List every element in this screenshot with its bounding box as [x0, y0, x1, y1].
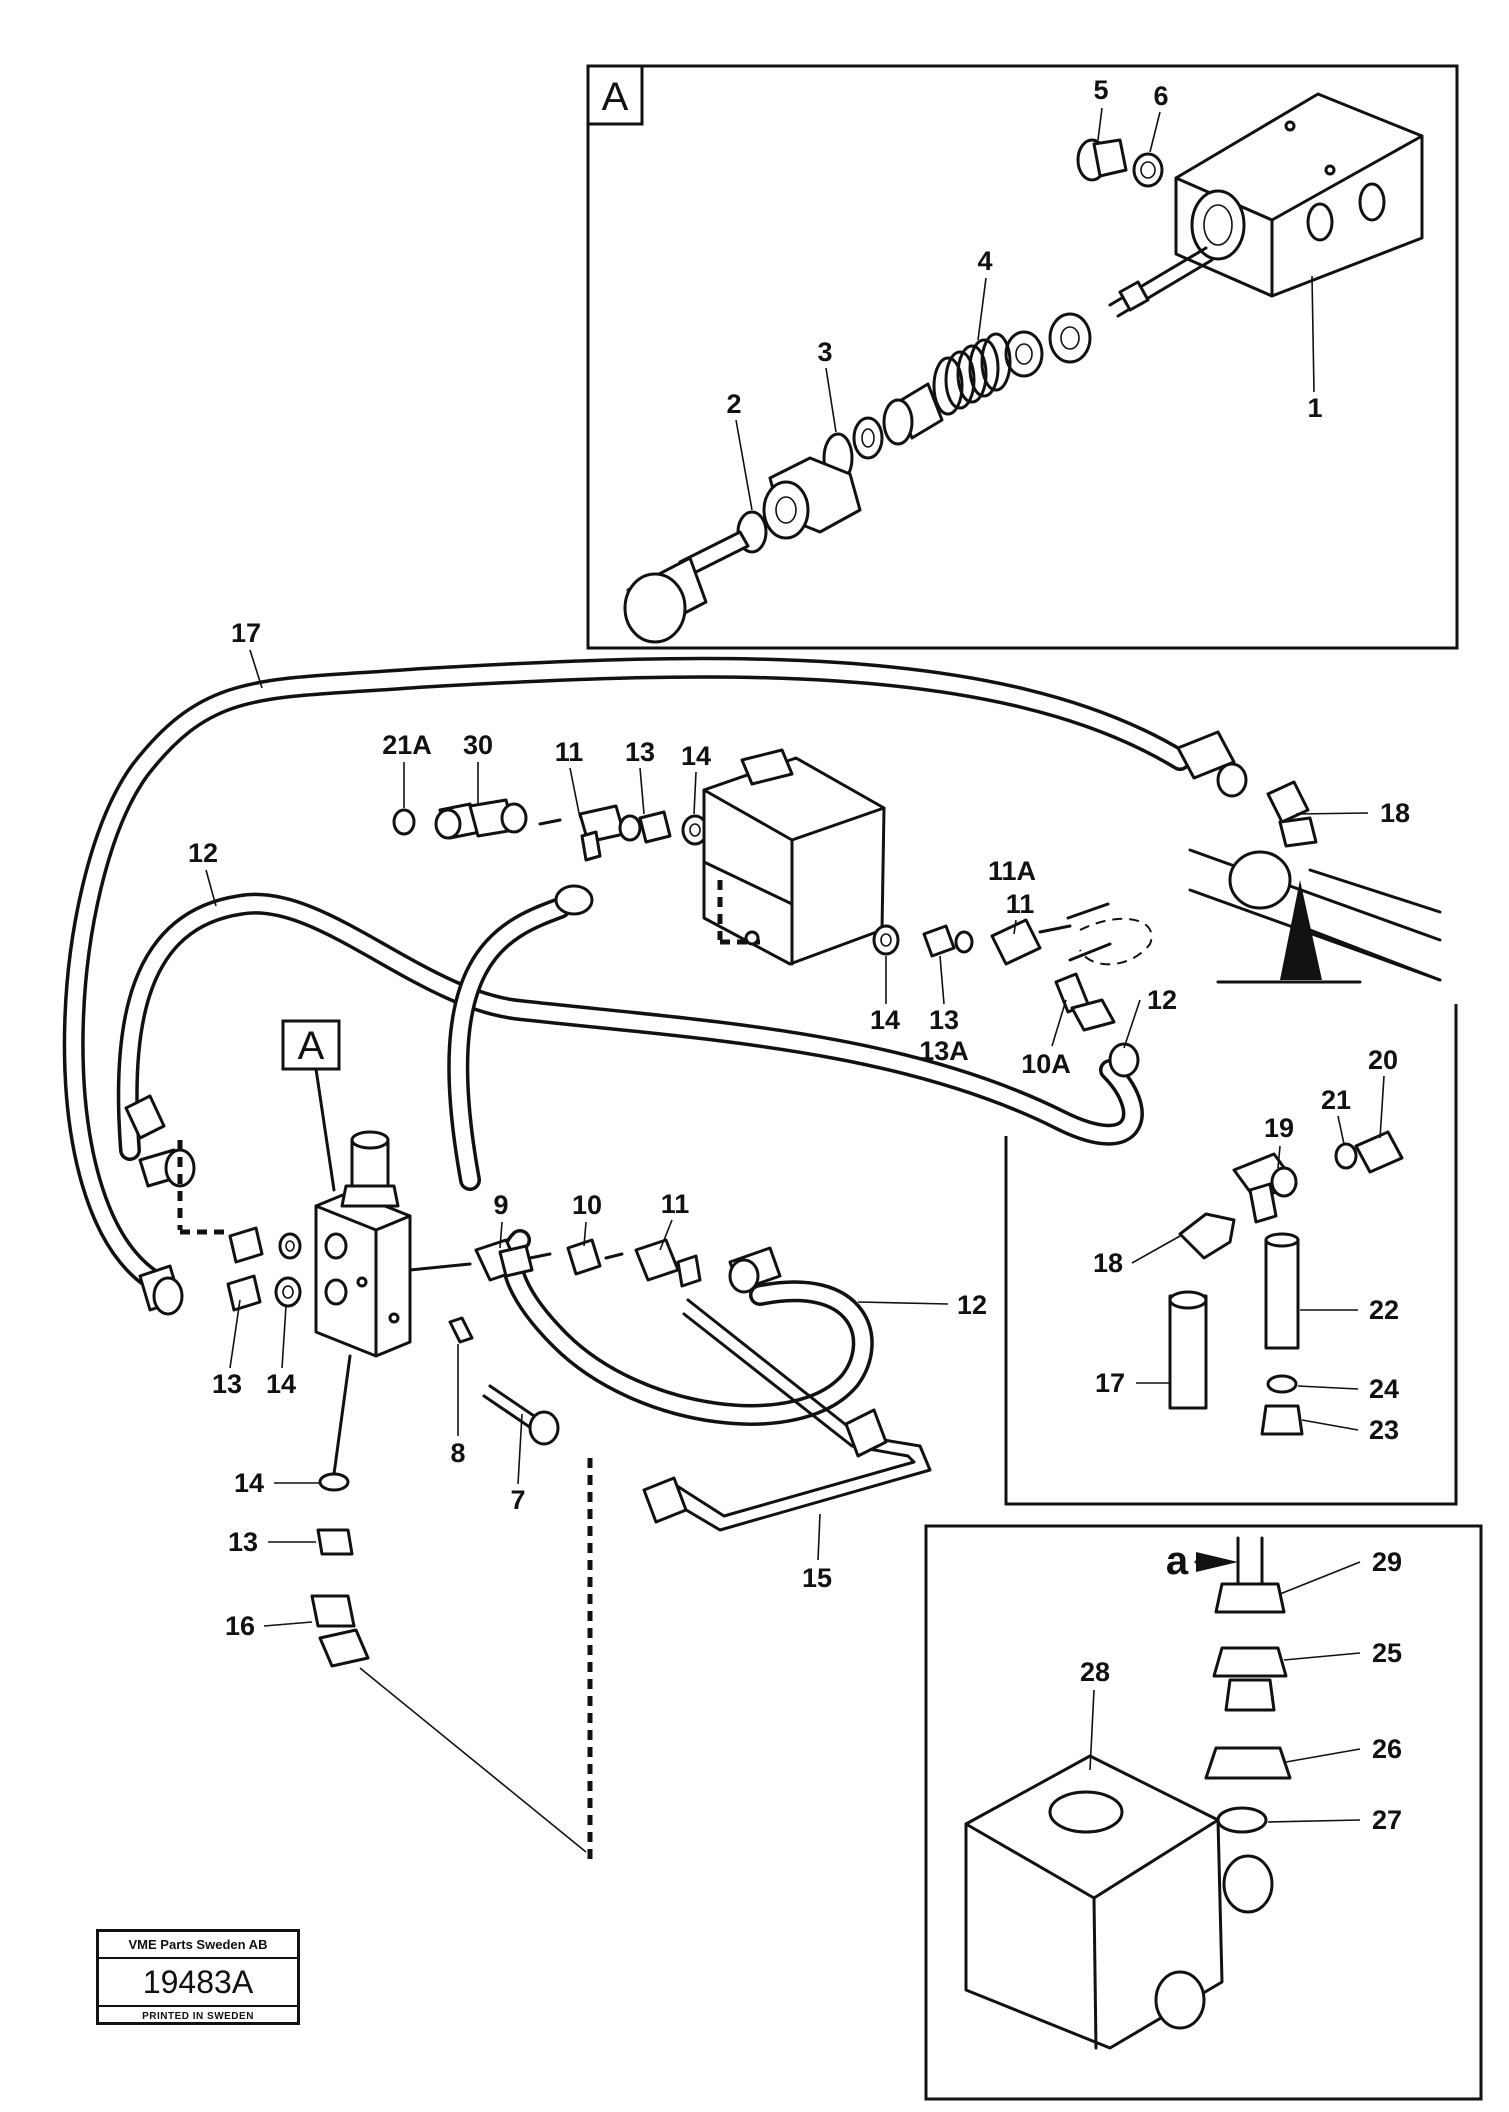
callout-29: 29 [1372, 1547, 1402, 1577]
callout-11-top: 11 [555, 737, 584, 767]
pump-box-drawing [964, 1536, 1292, 2050]
callout-4: 4 [977, 246, 992, 276]
callout-2: 2 [726, 389, 741, 419]
callout-11a: 11A [988, 856, 1036, 886]
callout-14-right: 14 [870, 1005, 900, 1035]
callout-1: 1 [1307, 393, 1322, 423]
callout-19: 19 [1264, 1113, 1294, 1143]
callout-12-left: 12 [188, 838, 218, 868]
callout-12-right: 12 [1147, 985, 1177, 1015]
callout-16: 16 [225, 1611, 255, 1641]
inset-a-frame: A [586, 64, 1459, 650]
inset-a-callouts: 5 6 4 3 2 1 [726, 75, 1323, 511]
right-box-frame [1004, 1004, 1458, 1506]
callout-22: 22 [1369, 1295, 1399, 1325]
valve-a: A [281, 1019, 412, 1358]
tank-pipe [1188, 848, 1442, 984]
callout-18-top: 18 [1380, 798, 1410, 828]
upper-fitting-chain [392, 798, 709, 916]
valve-a-letter: A [298, 1024, 325, 1068]
pump-box-frame [924, 1524, 1483, 2101]
hose-mid [447, 897, 571, 1191]
callout-9: 9 [493, 1190, 508, 1220]
callout-6: 6 [1153, 81, 1168, 111]
left-fittings [177, 1140, 302, 1312]
hose-17 [62, 656, 1191, 1289]
right-box-drawing [1168, 1130, 1404, 1436]
callout-13-low: 13 [228, 1527, 258, 1557]
stamp-company: VME Parts Sweden AB [99, 1932, 297, 1959]
oil-tank [702, 748, 886, 966]
callout-5: 5 [1093, 75, 1108, 105]
stamp-printed: PRINTED IN SWEDEN [142, 2011, 254, 2022]
stamp-number: 19483A [99, 1959, 297, 2007]
callout-11-mid: 11 [661, 1189, 690, 1219]
callout-24: 24 [1369, 1374, 1399, 1404]
callout-17-box: 17 [1095, 1368, 1125, 1398]
middle-fitting-chain [408, 1238, 782, 1294]
elbow-18 [1266, 780, 1318, 848]
callout-14-top: 14 [681, 741, 711, 771]
main-callouts: 17 18 21A 30 11 13 14 11A 11 14 13 13A 1… [188, 618, 1410, 1835]
callout-10a: 10A [1021, 1049, 1071, 1079]
callout-13-top: 13 [625, 737, 655, 767]
callout-28: 28 [1080, 1657, 1110, 1687]
callout-26: 26 [1372, 1734, 1402, 1764]
callout-8: 8 [450, 1438, 465, 1468]
bolt-7-clip-8 [448, 1316, 560, 1446]
callout-14-low: 14 [234, 1468, 264, 1498]
inset-a-drawing [623, 92, 1424, 644]
callout-30: 30 [463, 730, 493, 760]
callout-21a: 21A [382, 730, 432, 760]
callout-7: 7 [510, 1485, 525, 1515]
callout-21: 21 [1321, 1085, 1351, 1115]
callout-14-left: 14 [266, 1369, 296, 1399]
callout-15: 15 [802, 1563, 832, 1593]
publisher-stamp: VME Parts Sweden AB 19483A PRINTED IN SW… [96, 1929, 300, 2025]
callout-18-box: 18 [1093, 1248, 1123, 1278]
hose-12-lower [501, 1229, 874, 1426]
callout-17-top: 17 [231, 618, 261, 648]
callout-27: 27 [1372, 1805, 1402, 1835]
callout-13-left: 13 [212, 1369, 242, 1399]
callout-3: 3 [817, 337, 832, 367]
callout-13a: 13A [919, 1036, 969, 1066]
callout-20: 20 [1368, 1045, 1398, 1075]
right-fitting-chain [872, 902, 1153, 1078]
callout-13-right: 13 [929, 1005, 959, 1035]
callout-25: 25 [1372, 1638, 1402, 1668]
lower-fitting-chain [310, 1354, 587, 1853]
callout-11-right: 11 [1006, 889, 1035, 919]
callout-12-mid: 12 [957, 1290, 987, 1320]
inset-a-letter: A [602, 75, 629, 119]
hose-12-upper [116, 892, 1144, 1161]
pipe-15 [587, 1298, 932, 1860]
hose-fittings [124, 730, 1248, 1316]
callout-10: 10 [572, 1190, 602, 1220]
callout-23: 23 [1369, 1415, 1399, 1445]
arrow-a-letter: a [1166, 1539, 1189, 1583]
